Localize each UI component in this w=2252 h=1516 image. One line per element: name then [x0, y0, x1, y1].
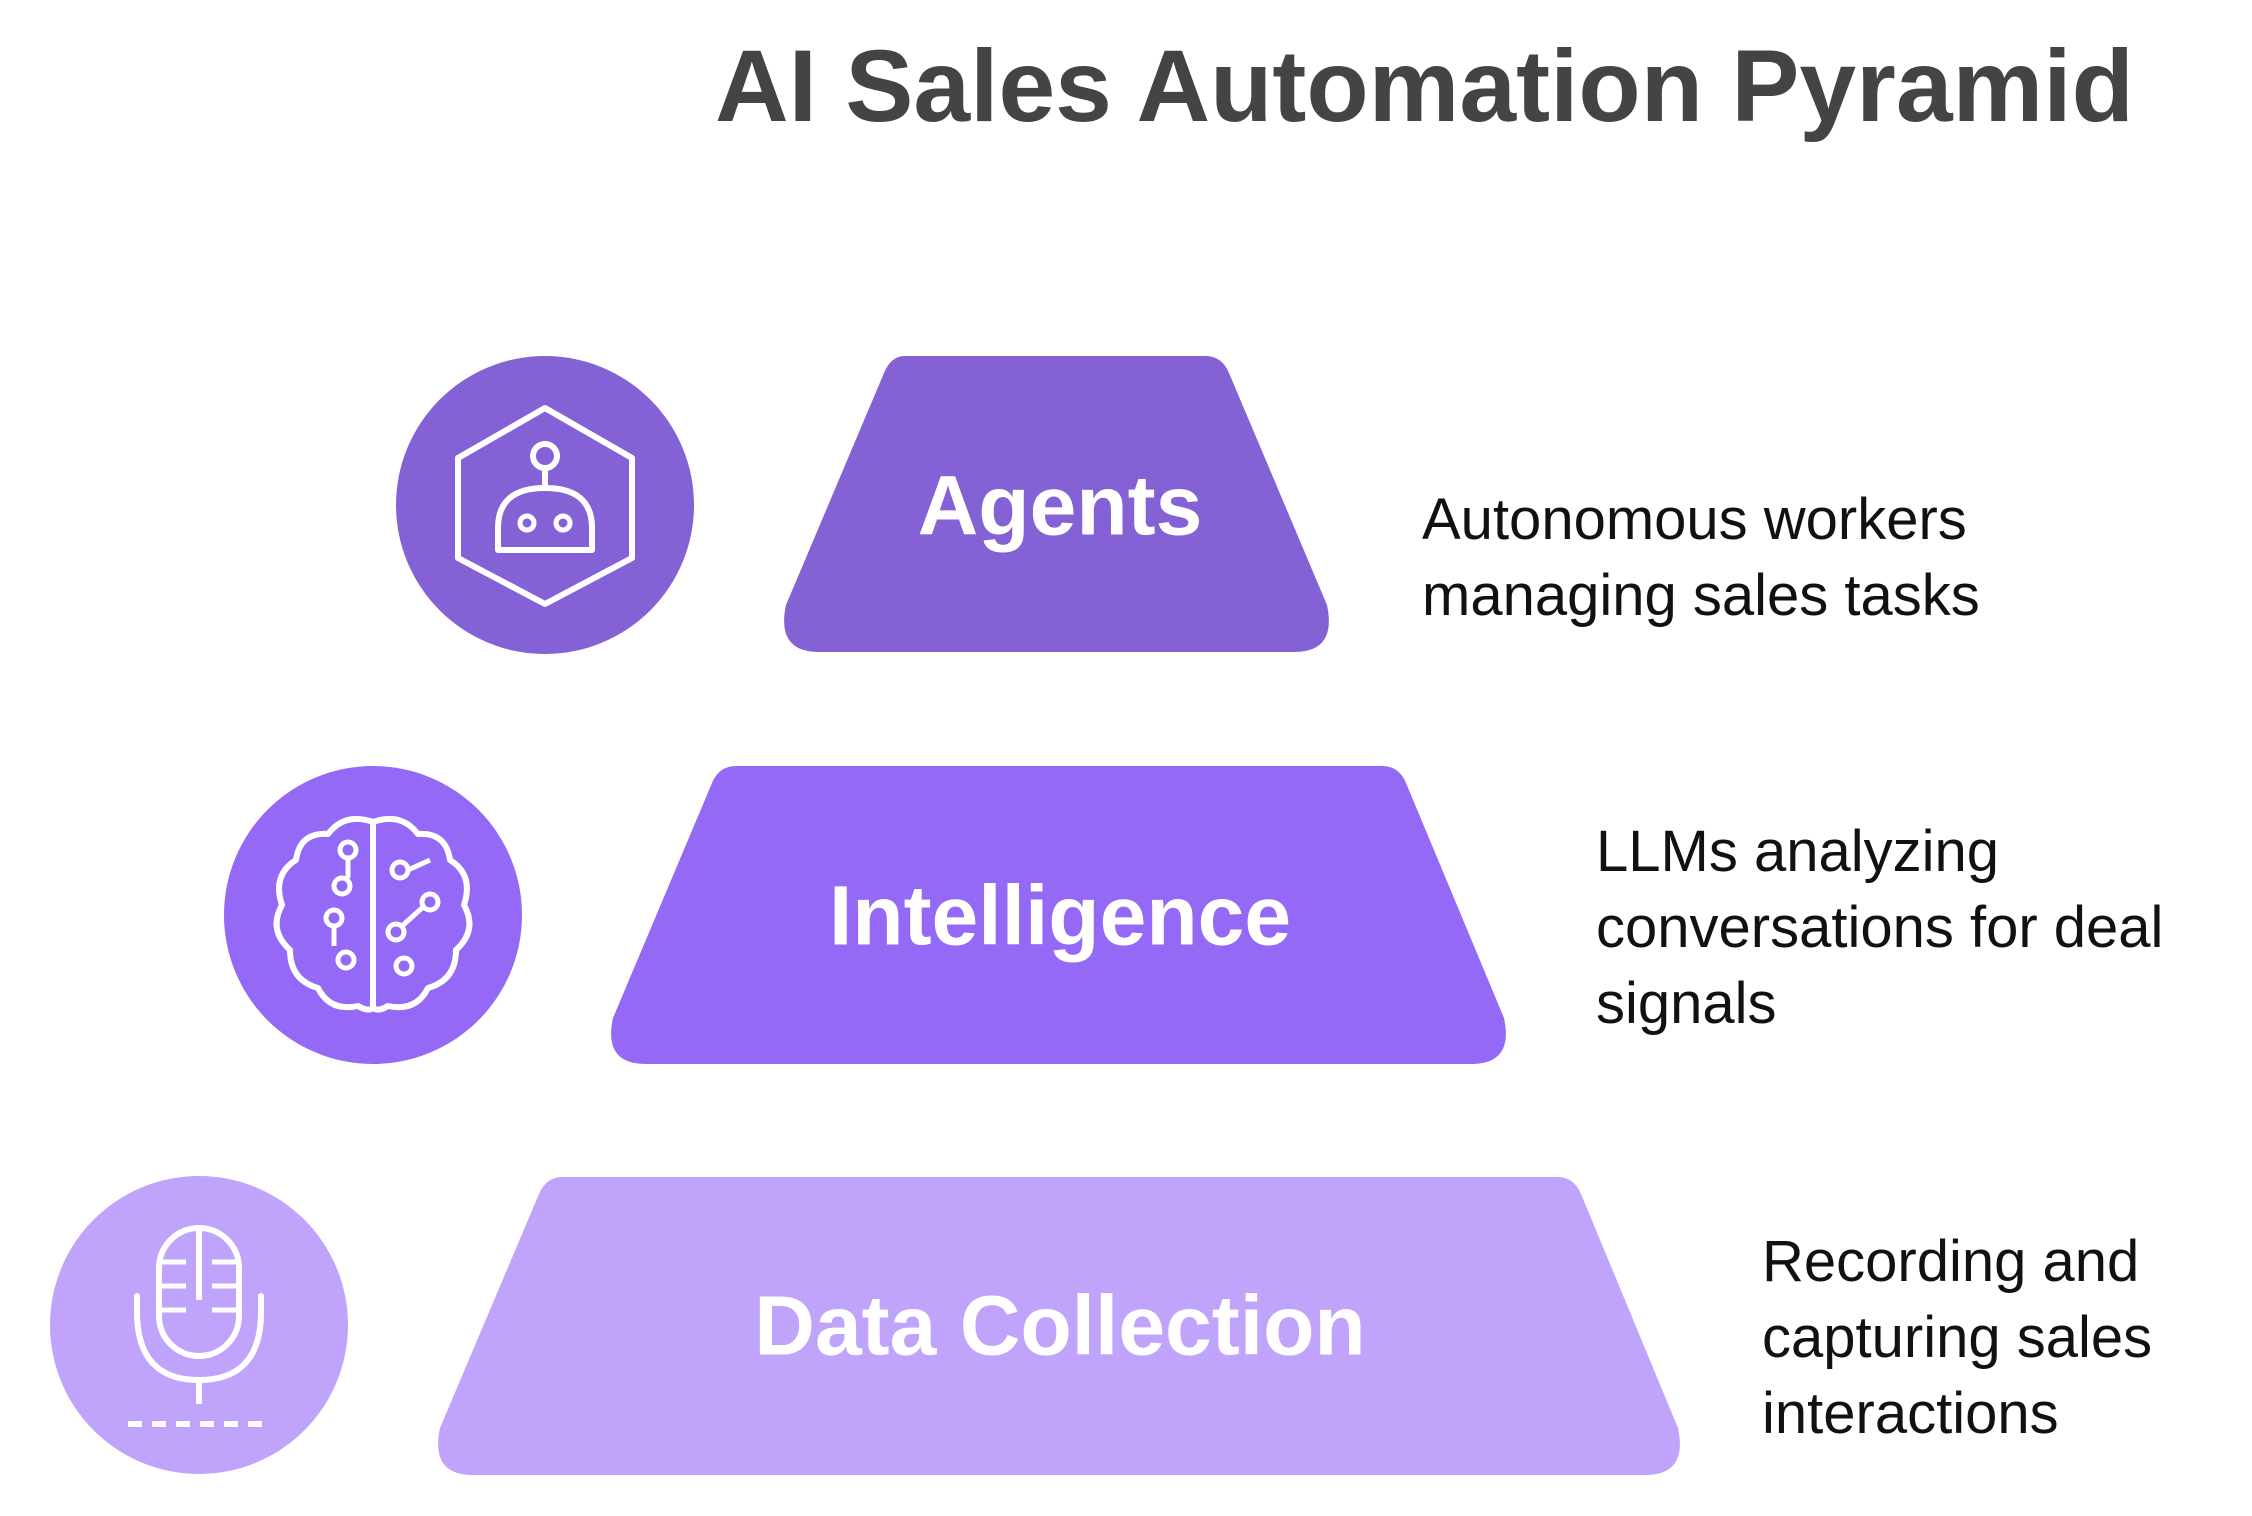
description-line: conversations for deal [1596, 895, 2164, 960]
description-line: Recording and [1762, 1229, 2140, 1294]
tier-agents-shape [784, 356, 1329, 652]
description-line: capturing sales [1762, 1305, 2153, 1370]
description-line: LLMs analyzing [1596, 819, 1999, 884]
tier-description-data-collection: Recording and capturing sales interactio… [1762, 1224, 2152, 1452]
tier-label-agents: Agents [917, 458, 1203, 553]
description-line: managing sales tasks [1422, 563, 1980, 628]
description-line: signals [1596, 971, 1777, 1036]
robot-hexagon-icon [396, 356, 694, 654]
tier-data-collection-shape [438, 1177, 1680, 1475]
page-title: AI Sales Automation Pyramid [715, 29, 2134, 143]
tier-description-intelligence: LLMs analyzing conversations for deal si… [1596, 814, 2163, 1042]
microphone-icon [50, 1176, 348, 1474]
tier-label-intelligence: Intelligence [828, 868, 1292, 963]
tier-label-data-collection: Data Collection [754, 1278, 1366, 1373]
brain-circuit-icon [224, 766, 522, 1064]
description-line: interactions [1762, 1381, 2059, 1446]
tier-description-agents: Autonomous workers managing sales tasks [1422, 482, 1980, 634]
tier-intelligence-shape [611, 766, 1506, 1064]
description-line: Autonomous workers [1422, 487, 1967, 552]
